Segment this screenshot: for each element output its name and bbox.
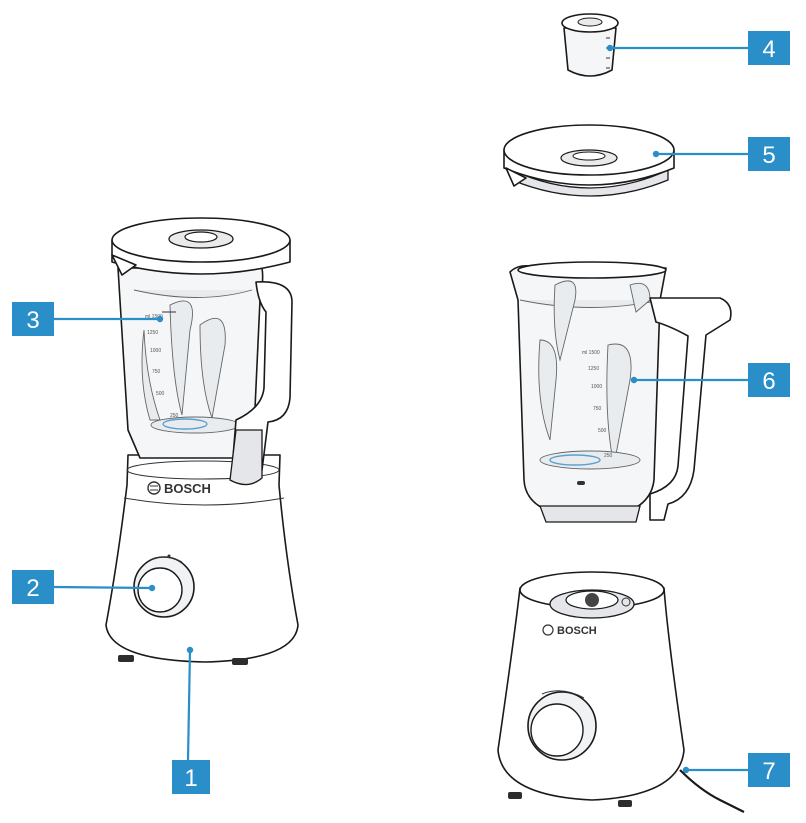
svg-text:500: 500 bbox=[598, 428, 607, 434]
callout-4: 4 bbox=[748, 31, 790, 65]
jar-handle bbox=[649, 297, 732, 521]
speed-knob bbox=[133, 554, 195, 618]
svg-text:1: 1 bbox=[184, 765, 197, 792]
blender-jar: ml 1500 1250 1000 750 500 250 bbox=[509, 261, 732, 523]
motor-base-separate: BOSCH bbox=[497, 571, 745, 813]
bosch-logo-icon bbox=[542, 624, 554, 636]
callout-6: 6 bbox=[748, 363, 790, 397]
svg-text:5: 5 bbox=[762, 142, 775, 169]
svg-text:500: 500 bbox=[156, 391, 165, 397]
svg-text:250: 250 bbox=[604, 453, 613, 459]
svg-text:250: 250 bbox=[170, 413, 179, 419]
svg-text:1000: 1000 bbox=[150, 348, 161, 354]
svg-text:ml 1500: ml 1500 bbox=[145, 314, 163, 320]
svg-text:1250: 1250 bbox=[588, 366, 599, 372]
bosch-logo-icon bbox=[147, 481, 161, 495]
svg-text:750: 750 bbox=[593, 406, 602, 412]
scale-jar: ml 1500 1250 1000 750 500 250 bbox=[582, 350, 613, 459]
svg-text:7: 7 bbox=[762, 758, 775, 785]
power-cord-icon bbox=[679, 769, 745, 813]
svg-text:2: 2 bbox=[26, 575, 39, 602]
svg-text:1000: 1000 bbox=[591, 384, 602, 390]
callouts: 1 2 3 4 5 6 7 bbox=[12, 31, 790, 794]
callout-1: 1 bbox=[172, 760, 210, 794]
callout-2: 2 bbox=[12, 570, 54, 604]
svg-text:BOSCH: BOSCH bbox=[557, 625, 597, 637]
brand-name: BOSCH bbox=[164, 481, 211, 496]
svg-text:4: 4 bbox=[762, 36, 775, 63]
svg-text:3: 3 bbox=[26, 307, 39, 334]
brand-logo-base: BOSCH bbox=[542, 624, 597, 637]
svg-text:1250: 1250 bbox=[147, 330, 158, 336]
svg-text:6: 6 bbox=[762, 368, 775, 395]
scale-assembled: ml 1500 1250 1000 750 500 250 bbox=[145, 311, 179, 419]
callout-7: 7 bbox=[748, 753, 790, 787]
svg-text:ml 1500: ml 1500 bbox=[582, 350, 600, 356]
lid-assembled bbox=[111, 217, 291, 276]
brand-logo: BOSCH bbox=[147, 481, 211, 496]
callout-3: 3 bbox=[12, 302, 54, 336]
jar-lid bbox=[503, 124, 675, 197]
assembled-blender: BOSCH ml 1500 1250 1000 750 500 250 bbox=[105, 217, 299, 665]
speed-knob-base bbox=[527, 690, 597, 761]
measuring-cap bbox=[561, 13, 619, 77]
callout-5: 5 bbox=[748, 137, 790, 171]
svg-text:750: 750 bbox=[152, 369, 161, 375]
